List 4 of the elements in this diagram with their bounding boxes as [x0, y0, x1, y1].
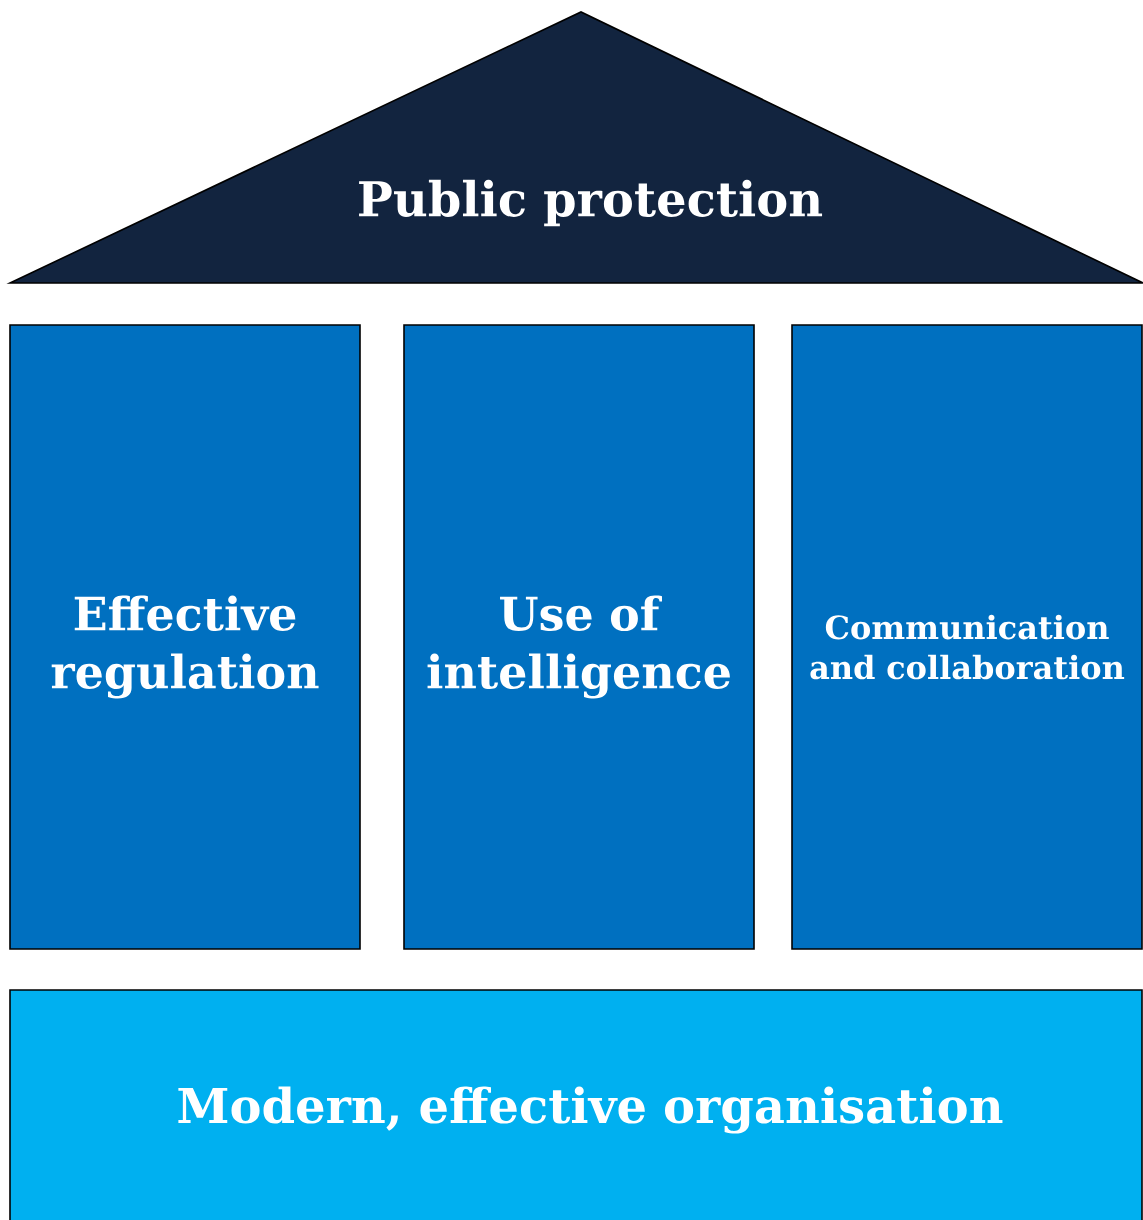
pillar-box: Effective regulation [9, 324, 361, 950]
pillar-box: Use of intelligence [403, 324, 755, 950]
base-box: Modern, effective organisation [9, 989, 1143, 1220]
pillar-box: Communication and collaboration [791, 324, 1143, 950]
